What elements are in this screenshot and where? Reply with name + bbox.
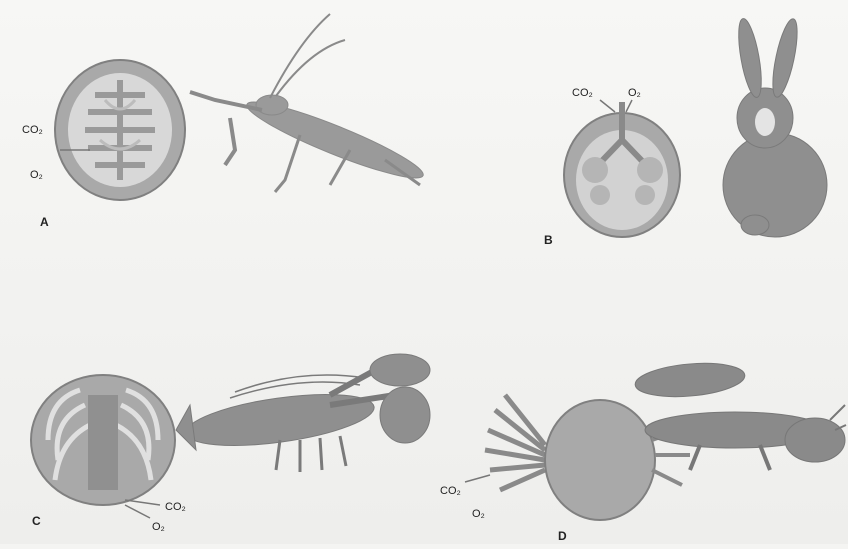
panel-label-a: A <box>40 215 49 229</box>
panel-d: CO₂ O₂ D <box>440 359 846 543</box>
o2-label-d: O₂ <box>472 508 485 520</box>
external-gills-icon <box>465 395 690 520</box>
panel-label-c: C <box>32 514 41 528</box>
panel-c: CO₂ O₂ C <box>31 354 430 533</box>
o2-label-a: O₂ <box>30 169 43 181</box>
lobster-icon <box>176 354 430 472</box>
internal-gills-icon <box>31 375 175 518</box>
co2-label-a: CO₂ <box>22 124 43 136</box>
panel-label-b: B <box>544 233 553 247</box>
lungs-icon <box>564 100 680 237</box>
tracheal-system-icon <box>55 60 185 200</box>
mantis-icon <box>190 14 428 192</box>
co2-label-d: CO₂ <box>440 485 461 497</box>
o2-label-b: O₂ <box>628 87 641 99</box>
panel-label-d: D <box>558 529 567 543</box>
co2-label-b: CO₂ <box>572 87 593 99</box>
panel-b: CO₂ O₂ B <box>544 17 827 247</box>
rabbit-icon <box>723 17 827 237</box>
o2-label-c: O₂ <box>152 521 165 533</box>
co2-label-c: CO₂ <box>165 501 186 513</box>
panel-a: CO₂ O₂ A <box>22 14 428 229</box>
